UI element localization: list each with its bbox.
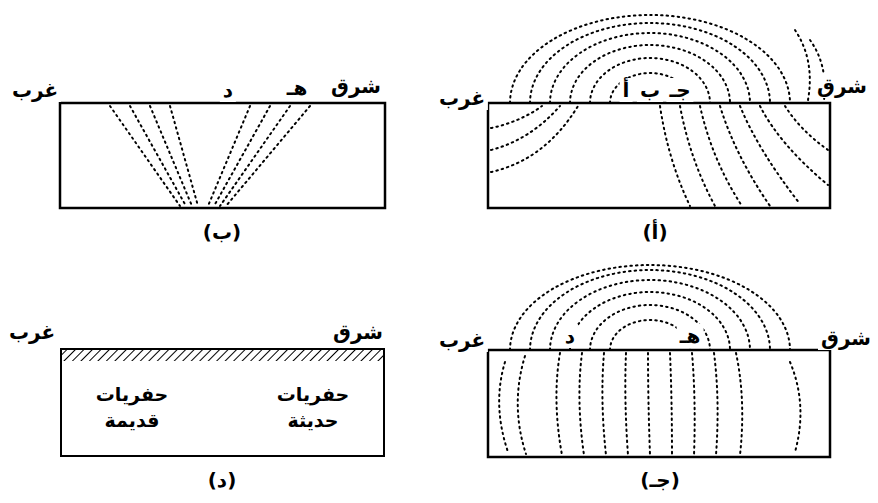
fold-line xyxy=(625,353,628,455)
anticline-lines xyxy=(499,265,800,455)
fold-line xyxy=(692,353,695,455)
fold-line xyxy=(760,106,828,185)
fold-line xyxy=(491,106,542,128)
point-letter: هـ xyxy=(677,324,704,348)
fossil-label: حفريات قديمة xyxy=(87,382,177,433)
direction-label: غرب xyxy=(436,328,488,352)
fold-line xyxy=(795,30,810,100)
fold-line xyxy=(720,106,770,206)
point-letter: أ xyxy=(620,78,633,102)
fold-line xyxy=(530,23,770,103)
fold-line xyxy=(491,106,578,172)
point-letter: ب xyxy=(637,78,663,102)
fold-line xyxy=(226,106,310,206)
point-letter: هـ xyxy=(284,76,311,100)
fold-line xyxy=(550,280,750,350)
fold-line xyxy=(556,353,562,455)
fold-line xyxy=(510,265,790,350)
fold-line xyxy=(499,362,508,452)
panel-caption: (أ) xyxy=(639,220,670,244)
direction-label: غرب xyxy=(9,78,61,102)
fold-line xyxy=(208,106,250,206)
section-box: حفريات حديثة حفريات قديمة xyxy=(60,348,385,457)
fold-line xyxy=(714,353,718,455)
fold-line xyxy=(170,106,198,206)
fold-line xyxy=(785,106,828,150)
direction-label: شرق xyxy=(818,326,874,350)
point-letter: د xyxy=(220,78,236,102)
fold-line xyxy=(590,58,710,103)
direction-label: شرق xyxy=(330,320,386,344)
direction-label: غرب xyxy=(6,320,58,344)
fold-line xyxy=(570,45,730,103)
fold-line xyxy=(214,106,270,206)
fold-line xyxy=(790,362,800,452)
fold-line xyxy=(740,106,800,204)
direction-label: شرق xyxy=(328,74,384,98)
fold-line xyxy=(220,106,290,206)
point-letter: د xyxy=(562,324,578,348)
section-frame xyxy=(488,103,830,208)
fold-line xyxy=(491,106,560,150)
fold-line xyxy=(590,305,710,350)
fold-line xyxy=(510,15,790,103)
fold-line xyxy=(736,353,742,455)
panel-caption: (ب) xyxy=(200,220,244,244)
panel-caption: (جـ) xyxy=(637,468,683,492)
section-frame xyxy=(60,103,385,208)
fold-line xyxy=(680,106,715,206)
fold-line xyxy=(518,356,526,454)
fold-line xyxy=(648,353,650,455)
surface-band xyxy=(61,349,384,361)
direction-label: غرب xyxy=(436,86,488,110)
eroded-anticline-lines xyxy=(491,15,828,206)
fold-line xyxy=(700,106,742,206)
section-frame xyxy=(488,350,830,457)
fold-line xyxy=(579,353,584,455)
panel-caption: (د) xyxy=(205,468,240,492)
fossil-label: حفريات حديثة xyxy=(268,382,358,433)
fold-line xyxy=(150,106,192,206)
point-letter: جـ xyxy=(666,78,693,102)
fold-line xyxy=(550,33,750,103)
fold-line xyxy=(570,292,730,350)
fold-line xyxy=(602,353,606,455)
syncline-lines xyxy=(110,106,310,206)
fold-line xyxy=(110,106,180,206)
fold-line xyxy=(660,106,690,206)
fold-line xyxy=(130,106,186,206)
direction-label: شرق xyxy=(814,74,870,98)
fold-line xyxy=(670,353,672,455)
